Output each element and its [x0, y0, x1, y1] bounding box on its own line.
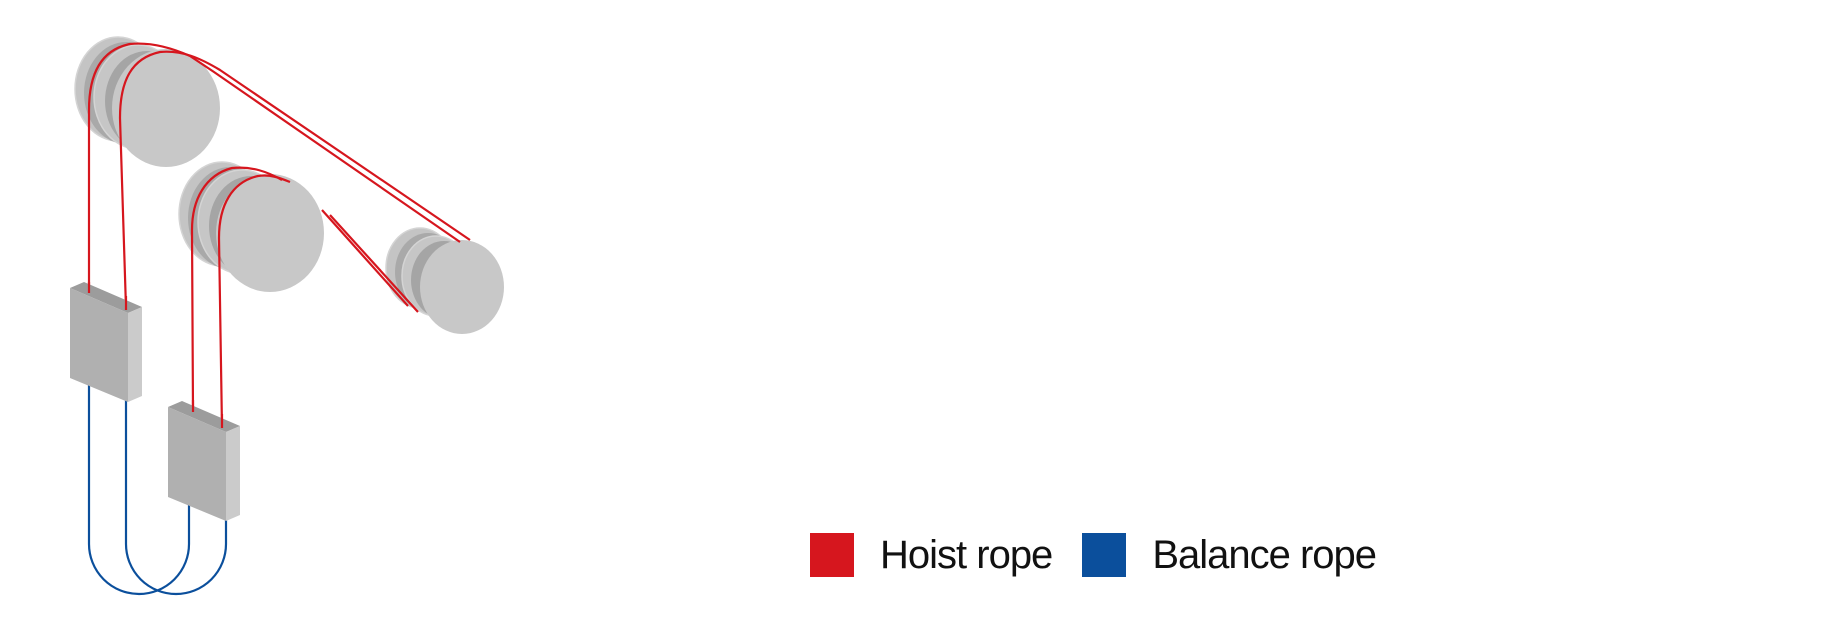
balance-rope-2 [124, 400, 228, 596]
hoist-rope-2 [118, 50, 471, 309]
balance-rope-label: Balance rope [1152, 533, 1377, 577]
legend-item-balance-rope: Balance rope [1082, 533, 1377, 577]
counterweight-1 [70, 282, 142, 402]
sheave-middle [178, 161, 324, 292]
hoist-rope-swatch [810, 533, 854, 577]
hoist-rope-ends [87, 282, 224, 428]
legend: Hoist rope Balance rope [810, 533, 1406, 577]
balance-ropes [87, 385, 228, 596]
counterweight-2 [168, 401, 240, 521]
hoist-ropes [87, 42, 471, 429]
legend-item-hoist-rope: Hoist rope [810, 533, 1053, 577]
balance-rope-swatch [1082, 533, 1127, 577]
balance-rope-1 [87, 385, 191, 596]
hoist-rope-3 [190, 166, 283, 413]
hoist-rope-label: Hoist rope [880, 533, 1053, 577]
hoist-rope-6 [329, 214, 419, 313]
hoist-rope-5 [321, 209, 409, 307]
sheave-top-left [74, 36, 220, 167]
hoist-rope-4 [217, 174, 291, 429]
sheave-right [385, 227, 504, 334]
